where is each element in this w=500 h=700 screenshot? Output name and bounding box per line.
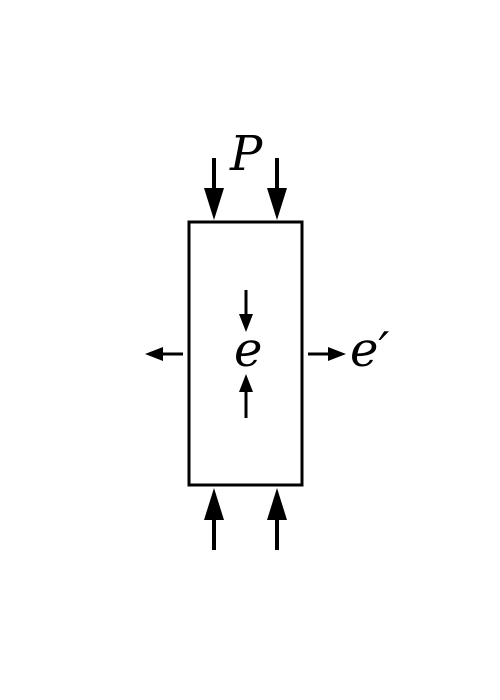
bottom-load-arrow-right <box>267 488 287 550</box>
lateral-strain-label: e′ <box>350 322 389 378</box>
load-label: P <box>229 126 263 182</box>
top-load-arrow-left <box>204 158 224 220</box>
bottom-load-arrow-left <box>204 488 224 550</box>
specimen-block <box>187 220 304 487</box>
top-load-arrow-right <box>267 158 287 220</box>
inner-arrow-up <box>239 374 253 418</box>
axial-strain-label: e <box>234 322 262 378</box>
lateral-arrow-left <box>145 347 183 361</box>
inner-arrow-down <box>239 290 253 332</box>
lateral-arrow-right <box>308 347 346 361</box>
